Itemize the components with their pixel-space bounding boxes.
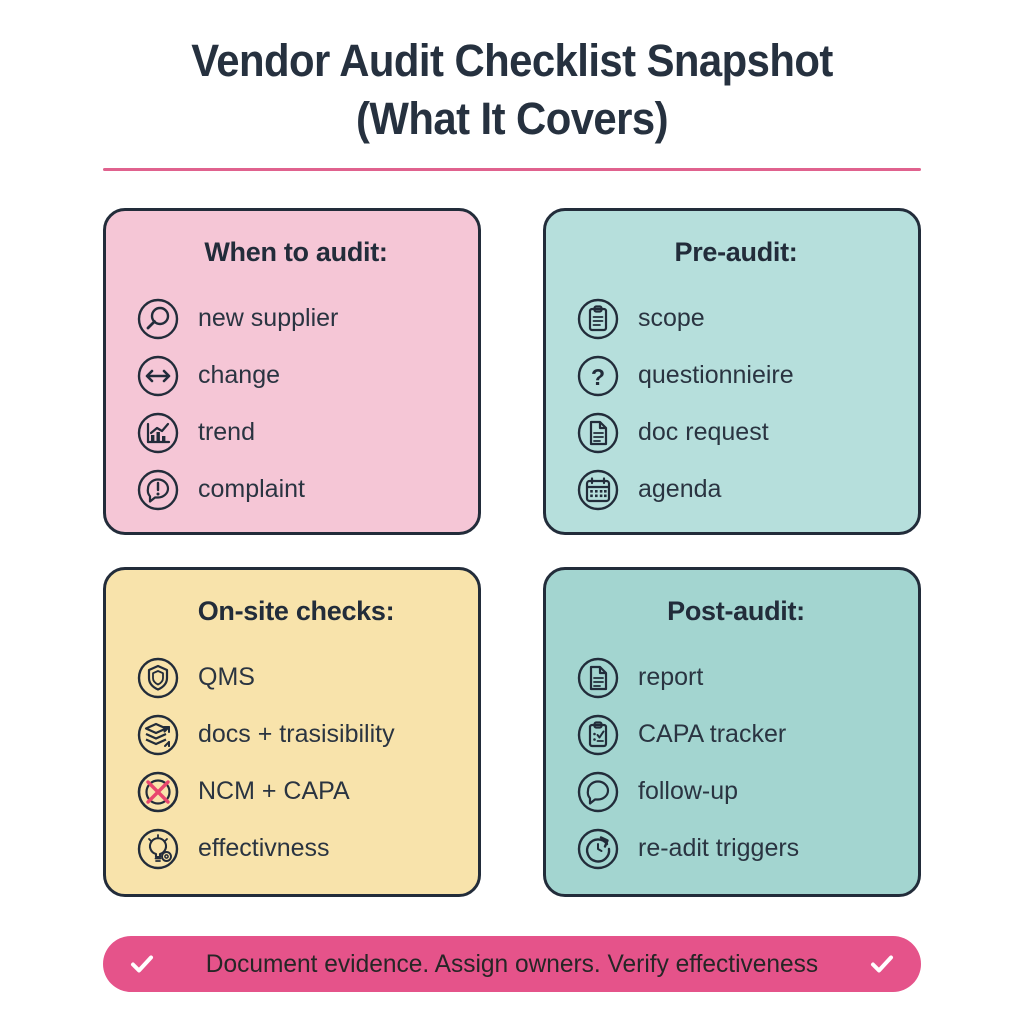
list-item: scope <box>576 290 896 347</box>
lightbulb-gear-icon <box>137 828 179 869</box>
question-mark-icon: ? <box>577 355 619 396</box>
card-pre-audit: Pre-audit: scope ? <box>543 208 921 535</box>
clipboard-check-icon <box>577 714 619 755</box>
list-item: QMS <box>136 649 456 706</box>
layers-traceability-icon <box>137 714 179 755</box>
document-icon <box>577 412 619 453</box>
list-item: NCM + CAPA <box>136 763 456 820</box>
complaint-bubble-icon <box>137 469 179 510</box>
list-item-label: agenda <box>638 475 722 503</box>
list-item: agenda <box>576 461 896 518</box>
list-item: new supplier <box>136 290 456 347</box>
card-item-list: report CAPA tracker <box>576 649 896 877</box>
bidirectional-arrow-icon <box>137 355 179 396</box>
card-post-audit: Post-audit: report <box>543 567 921 897</box>
page-title: Vendor Audit Checklist Snapshot (What It… <box>62 32 962 147</box>
document-icon <box>577 657 619 698</box>
list-item-label: doc request <box>638 418 769 446</box>
list-item-label: effectivness <box>198 834 330 862</box>
list-item-label: report <box>638 663 704 691</box>
list-item: CAPA tracker <box>576 706 896 763</box>
refresh-clock-icon <box>577 828 619 869</box>
page-title-line-1: Vendor Audit Checklist Snapshot <box>191 35 833 86</box>
list-item-label: scope <box>638 304 705 332</box>
card-title: On-site checks: <box>197 596 395 626</box>
list-item: re-adit triggers <box>576 820 896 877</box>
shield-icon <box>137 657 179 698</box>
list-item-label: new supplier <box>198 304 339 332</box>
title-divider <box>103 168 921 171</box>
card-title: Post-audit: <box>667 596 805 626</box>
list-item: docs + trasisibility <box>136 706 456 763</box>
card-grid: When to audit: new supplier <box>103 208 921 897</box>
list-item: complaint <box>136 461 456 518</box>
speech-bubble-icon <box>577 771 619 812</box>
list-item-label: re-adit triggers <box>638 834 800 862</box>
list-item: follow-up <box>576 763 896 820</box>
list-item-label: questionnieire <box>638 361 794 389</box>
footer-banner: Document evidence. Assign owners. Verify… <box>103 936 921 992</box>
list-item: ? questionnieire <box>576 347 896 404</box>
list-item-label: complaint <box>198 475 305 503</box>
list-item: report <box>576 649 896 706</box>
list-item-label: CAPA tracker <box>638 720 787 748</box>
red-cross-out-icon <box>137 771 179 812</box>
list-item-label: trend <box>198 418 255 446</box>
card-when-to-audit: When to audit: new supplier <box>103 208 481 535</box>
magnifier-icon <box>137 298 179 339</box>
list-item-label: follow-up <box>638 777 739 805</box>
list-item-label: NCM + CAPA <box>198 777 350 805</box>
calendar-icon <box>577 469 619 510</box>
page-title-line-2: (What It Covers) <box>356 92 669 144</box>
list-item-label: QMS <box>198 663 255 691</box>
check-icon <box>871 955 893 973</box>
footer-text: Document evidence. Assign owners. Verify… <box>205 949 819 978</box>
card-on-site-checks: On-site checks: QMS <box>103 567 481 897</box>
clipboard-icon <box>577 298 619 339</box>
list-item: trend <box>136 404 456 461</box>
bar-chart-icon <box>137 412 179 453</box>
list-item: effectivness <box>136 820 456 877</box>
card-title: Pre-audit: <box>674 237 798 267</box>
card-title: When to audit: <box>204 237 388 267</box>
check-icon <box>131 955 153 973</box>
card-item-list: new supplier change <box>136 290 456 518</box>
list-item-label: docs + trasisibility <box>198 720 395 748</box>
card-item-list: scope ? questionnieire <box>576 290 896 518</box>
list-item-label: change <box>198 361 281 389</box>
card-item-list: QMS docs + trasisibility <box>136 649 456 877</box>
list-item: doc request <box>576 404 896 461</box>
svg-text:?: ? <box>591 364 605 390</box>
list-item: change <box>136 347 456 404</box>
